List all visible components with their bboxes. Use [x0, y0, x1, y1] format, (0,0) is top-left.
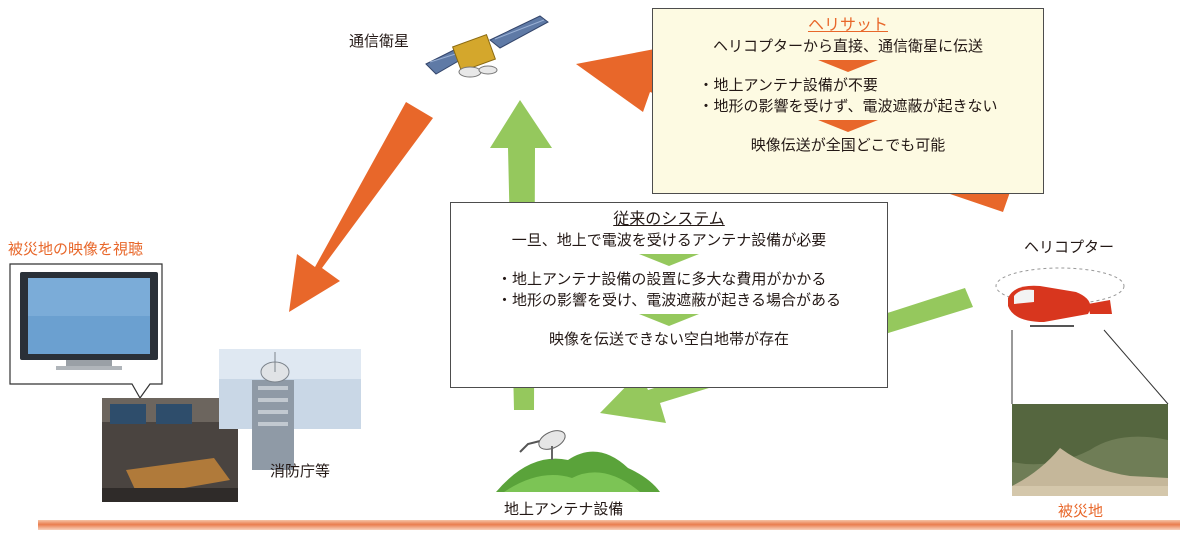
label-satellite: 通信衛星 — [349, 32, 410, 50]
legacy-down-arrow-1 — [639, 254, 699, 266]
label-fire-agency: 消防庁等 — [270, 462, 331, 480]
satellite-icon — [425, 15, 549, 78]
disaster-area-photo — [1012, 404, 1168, 496]
ground-antenna-illustration — [496, 430, 660, 492]
callout-line-right — [1103, 329, 1169, 405]
label-viewing: 被災地の映像を視聴 — [8, 240, 144, 258]
helisat-down-arrow-2 — [818, 120, 878, 132]
legacy-down-arrow-2 — [639, 314, 699, 326]
helisat-title: ヘリサット — [807, 15, 888, 34]
legacy-bullet2: ・地形の影響を受け、電波遮蔽が起きる場合がある — [497, 291, 841, 309]
conference-room-photo — [102, 398, 238, 502]
legacy-bullet1: ・地上アンテナ設備の設置に多大な費用がかかる — [497, 270, 827, 288]
helisat-conclusion: 映像伝送が全国どこでも可能 — [750, 136, 946, 154]
legacy-system-info-box: 従来のシステム 一旦、地上で電波を受けるアンテナ設備が必要 ・地上アンテナ設備の… — [450, 202, 888, 388]
helisat-line1: ヘリコプターから直接、通信衛星に伝送 — [712, 37, 983, 55]
helisat-bullet1: ・地上アンテナ設備が不要 — [698, 76, 878, 94]
helisat-bullet2: ・地形の影響を受けず、電波遮蔽が起きない — [698, 97, 998, 115]
helisat-down-arrow-1 — [818, 60, 878, 72]
legacy-title: 従来のシステム — [613, 209, 725, 228]
helisat-info-box: ヘリサット ヘリコプターから直接、通信衛星に伝送 ・地上アンテナ設備が不要 ・地… — [652, 8, 1044, 194]
label-disaster-area: 被災地 — [1058, 502, 1104, 520]
arrow-satellite-to-agency — [289, 102, 433, 312]
tv-monitor-icon — [9, 263, 163, 400]
bottom-divider-bar — [38, 520, 1180, 530]
label-ground-antenna: 地上アンテナ設備 — [504, 500, 624, 518]
helicopter-icon — [995, 267, 1125, 327]
legacy-conclusion: 映像を伝送できない空白地帯が存在 — [548, 330, 789, 348]
label-helicopter: ヘリコプター — [1024, 238, 1115, 256]
agency-building-photo — [219, 349, 361, 470]
legacy-line1: 一旦、地上で電波を受けるアンテナ設備が必要 — [511, 231, 827, 249]
